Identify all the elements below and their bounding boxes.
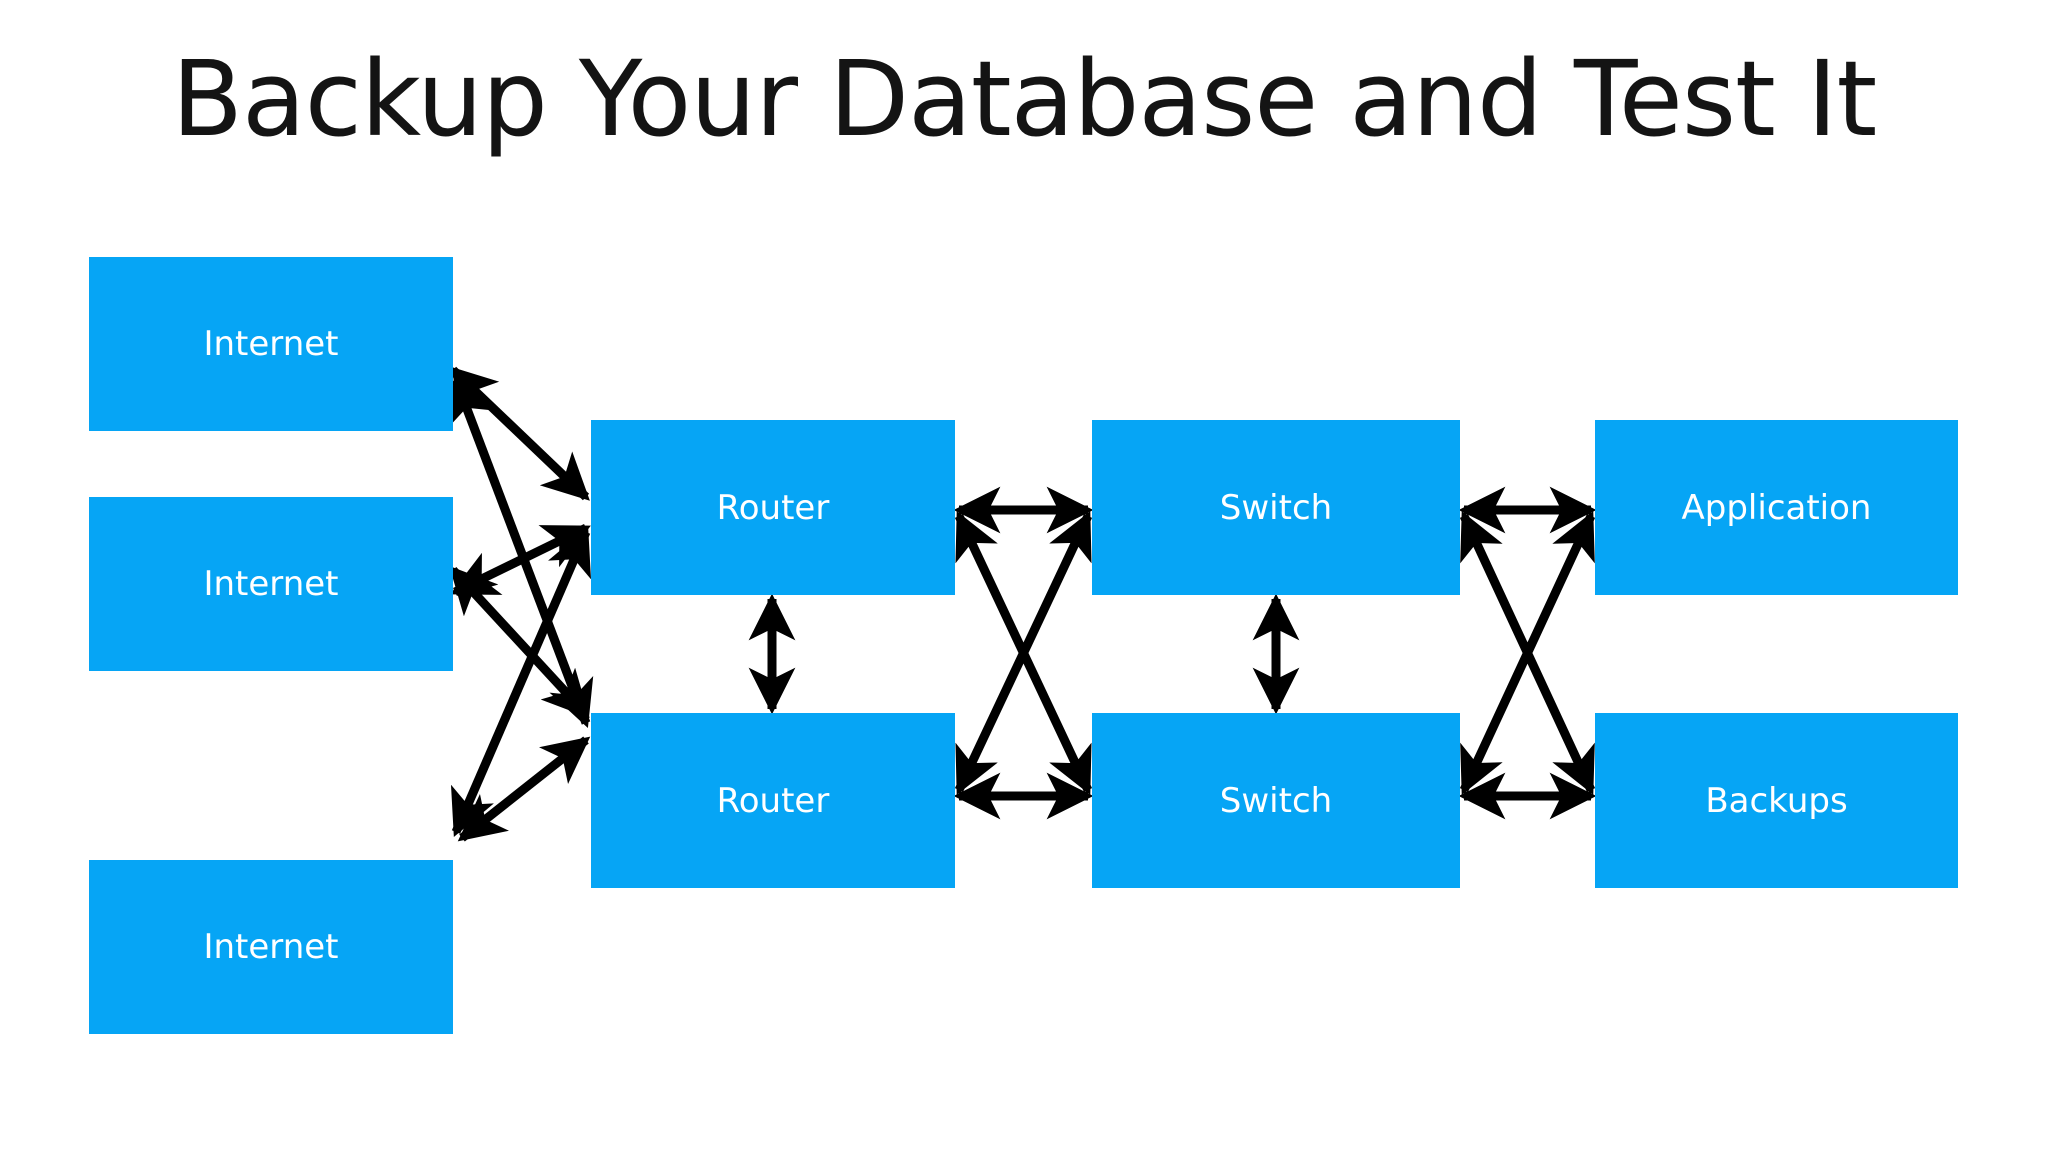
connector-e-switch1-backups — [1459, 511, 1596, 795]
node-router-2[interactable]: Router — [591, 713, 955, 888]
node-router-1[interactable]: Router — [591, 420, 955, 595]
connector-e-router2-switch1 — [954, 511, 1093, 795]
node-label: Internet — [203, 564, 339, 604]
node-label: Internet — [203, 927, 339, 967]
page-title: Backup Your Database and Test It — [171, 38, 1878, 160]
node-label: Router — [716, 780, 830, 821]
connector-e-internet3-router1 — [450, 527, 592, 837]
connector-e-internet1-router2 — [448, 374, 594, 729]
node-label: Switch — [1219, 487, 1333, 528]
connector-e-internet1-router1 — [449, 366, 590, 501]
node-switch-2[interactable]: Switch — [1092, 713, 1460, 888]
node-label: Backups — [1705, 780, 1848, 821]
connector-e-switch2-application — [1459, 511, 1596, 795]
connector-e-internet2-router2 — [449, 566, 590, 718]
node-switch-1[interactable]: Switch — [1092, 420, 1460, 595]
node-internet-1[interactable]: Internet — [89, 257, 453, 431]
node-label: Internet — [203, 324, 339, 364]
connector-e-internet2-router1 — [450, 523, 591, 597]
node-label: Router — [716, 487, 830, 528]
node-internet-2[interactable]: Internet — [89, 497, 453, 671]
node-backups[interactable]: Backups — [1595, 713, 1958, 888]
node-label: Switch — [1219, 780, 1333, 821]
connector-e-router1-switch2 — [954, 511, 1093, 795]
node-internet-3[interactable]: Internet — [89, 860, 453, 1034]
connector-e-internet3-router2 — [457, 736, 591, 842]
node-label: Application — [1681, 487, 1872, 528]
node-application[interactable]: Application — [1595, 420, 1958, 595]
